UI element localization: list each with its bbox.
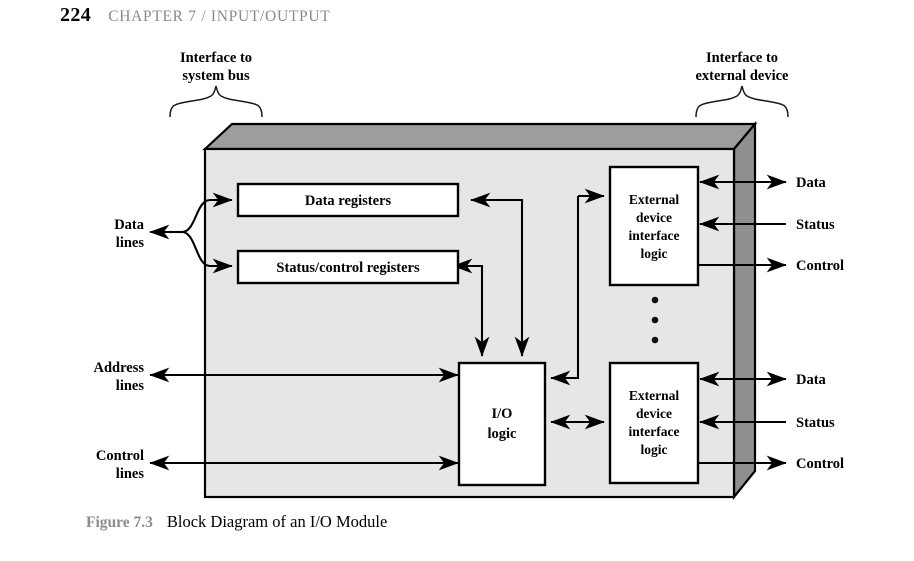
vertical-ellipsis	[651, 296, 659, 344]
label-system-bus-line1: Interface to	[180, 50, 252, 66]
page-number: 224	[60, 4, 92, 26]
block-io-logic: I/O logic	[457, 361, 547, 487]
figure-caption: Figure 7.3 Block Diagram of an I/O Modul…	[86, 512, 387, 532]
label-address-lines-line2: lines	[116, 378, 145, 394]
data-lines-wire	[149, 192, 233, 274]
label-data-lines: Data lines	[114, 217, 145, 251]
block-ext-top-label-line1: External	[629, 192, 679, 207]
block-ext-top-label-line2: device	[636, 210, 672, 225]
block-external-device-interface-logic-bottom: External device interface logic	[608, 361, 700, 485]
block-ext-bottom-label-line4: logic	[641, 442, 668, 457]
label-address-lines-line1: Address	[94, 360, 145, 376]
figure-caption-number: Figure 7.3	[86, 514, 153, 531]
label-ext-bottom-control: Control	[796, 456, 844, 472]
running-head: 224 CHAPTER 7 / INPUT/OUTPUT	[60, 4, 330, 27]
block-ext-bottom-label-line3: interface	[629, 424, 680, 439]
block-io-logic-label-line2: logic	[488, 426, 518, 442]
label-external-device-line1: Interface to	[706, 50, 778, 66]
block-ext-bottom-label-line2: device	[636, 406, 672, 421]
label-ext-top-data: Data	[796, 175, 827, 191]
module-side-face	[732, 120, 757, 501]
block-status-control-registers: Status/control registers	[236, 249, 460, 285]
block-ext-bottom-label-line1: External	[629, 388, 679, 403]
label-external-device-line2: external device	[695, 68, 789, 84]
label-data-lines-line2: lines	[116, 235, 145, 251]
label-interface-to-system-bus: Interface to system bus	[180, 50, 252, 84]
block-status-control-registers-label: Status/control registers	[276, 260, 420, 276]
block-data-registers-label: Data registers	[305, 193, 392, 209]
label-address-lines: Address lines	[94, 360, 145, 394]
brace-interface-to-system-bus	[169, 85, 263, 118]
block-data-registers: Data registers	[236, 182, 460, 218]
block-external-device-interface-logic-top: External device interface logic	[608, 165, 700, 287]
label-control-lines: Control lines	[96, 448, 144, 482]
block-ext-top-label-line4: logic	[641, 246, 668, 261]
chapter-title: CHAPTER 7 / INPUT/OUTPUT	[108, 8, 331, 25]
ext-top-to-io-logic-wire	[550, 196, 580, 386]
label-control-lines-line2: lines	[116, 466, 145, 482]
module-top-face	[202, 122, 758, 151]
brace-interface-to-external-device	[695, 85, 789, 118]
label-ext-top-control: Control	[796, 258, 844, 274]
label-control-lines-line1: Control	[96, 448, 144, 464]
block-io-logic-label-line1: I/O	[492, 406, 513, 422]
label-ext-bottom-status: Status	[796, 415, 835, 431]
label-ext-top-status: Status	[796, 217, 835, 233]
figure-caption-text: Block Diagram of an I/O Module	[166, 512, 388, 531]
label-system-bus-line2: system bus	[182, 68, 250, 84]
label-interface-to-external-device: Interface to external device	[695, 50, 789, 84]
label-ext-bottom-data: Data	[796, 372, 827, 388]
label-data-lines-line1: Data	[114, 217, 145, 233]
block-ext-top-label-line3: interface	[629, 228, 680, 243]
